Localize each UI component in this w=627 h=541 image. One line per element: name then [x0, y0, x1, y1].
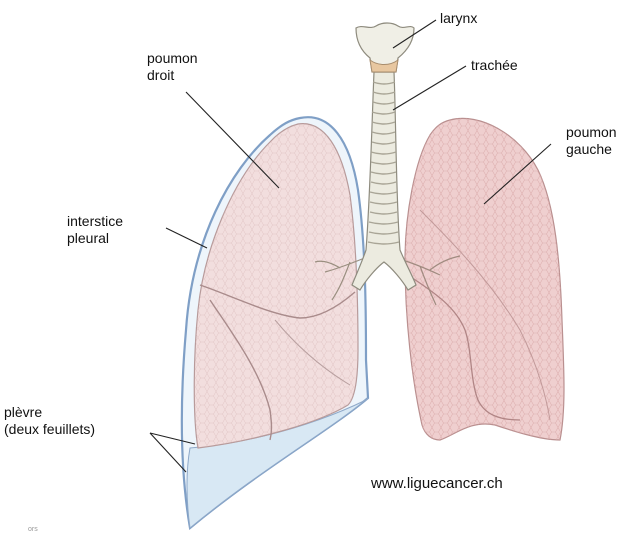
corner-mark: ors [28, 526, 38, 533]
leader-interstice [166, 228, 207, 248]
label-interstice-line2: pleural [67, 230, 123, 247]
watermark-url: www.liguecancer.ch [371, 475, 503, 492]
label-pleura-line1: plèvre [4, 404, 95, 421]
leader-trachea [393, 66, 466, 110]
right-lung-texture [194, 124, 358, 448]
label-pleura: plèvre (deux feuillets) [4, 404, 95, 438]
label-interstice-line1: interstice [67, 213, 123, 230]
label-left-lung-line2: gauche [566, 141, 617, 158]
label-right-lung: poumon droit [147, 50, 198, 84]
label-interstice: interstice pleural [67, 213, 123, 247]
label-larynx: larynx [440, 10, 477, 27]
label-left-lung: poumon gauche [566, 124, 617, 158]
label-right-lung-line2: droit [147, 67, 198, 84]
leader-pleura-lower [150, 433, 186, 472]
label-pleura-line2: (deux feuillets) [4, 421, 95, 438]
label-right-lung-line1: poumon [147, 50, 198, 67]
label-trachea: trachée [471, 57, 518, 74]
label-left-lung-line1: poumon [566, 124, 617, 141]
